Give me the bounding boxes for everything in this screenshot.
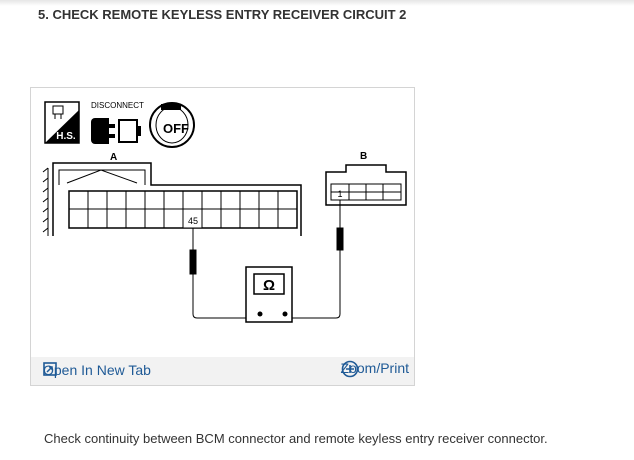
open-in-new-tab-link[interactable]: Open In New Tab — [43, 362, 151, 378]
step-title: 5. CHECK REMOTE KEYLESS ENTRY RECEIVER C… — [38, 7, 407, 22]
ignition-off-label: OFF — [163, 121, 189, 136]
ohm-symbol: Ω — [263, 277, 275, 294]
step-description: Check continuity between BCM connector a… — [44, 431, 548, 446]
zoom-print-label: Zoom/Print — [340, 360, 409, 376]
open-new-tab-icon — [43, 362, 57, 376]
top-shadow — [0, 0, 634, 6]
hs-label: H.S. — [56, 131, 76, 142]
ohmmeter: Ω — [245, 266, 293, 323]
hs-icon: H.S. — [44, 101, 80, 144]
connector-b-label: B — [360, 151, 367, 162]
open-in-new-tab-label: Open In New Tab — [43, 362, 151, 378]
tester-wires — [189, 200, 344, 319]
pin-b-label: 1 — [337, 189, 342, 199]
disconnect-label: DISCONNECT — [91, 101, 144, 110]
ignition-off-icon: OFF — [149, 102, 195, 148]
zoom-plus-icon — [341, 360, 358, 378]
wiring-diagram: H.S. DISCONNECT OFF A — [42, 101, 407, 323]
figure-footer: Open In New Tab Zoom/Print — [31, 357, 414, 385]
connector-b: B 1 — [325, 151, 407, 206]
connector-a-label: A — [110, 152, 117, 163]
diagram-figure: H.S. DISCONNECT OFF A — [30, 87, 415, 386]
zoom-print-link[interactable]: Zoom/Print — [340, 360, 409, 378]
disconnect-connector-icon: DISCONNECT — [91, 101, 144, 144]
pin-a-label: 45 — [188, 216, 198, 226]
connector-a: A 45 — [42, 152, 302, 236]
